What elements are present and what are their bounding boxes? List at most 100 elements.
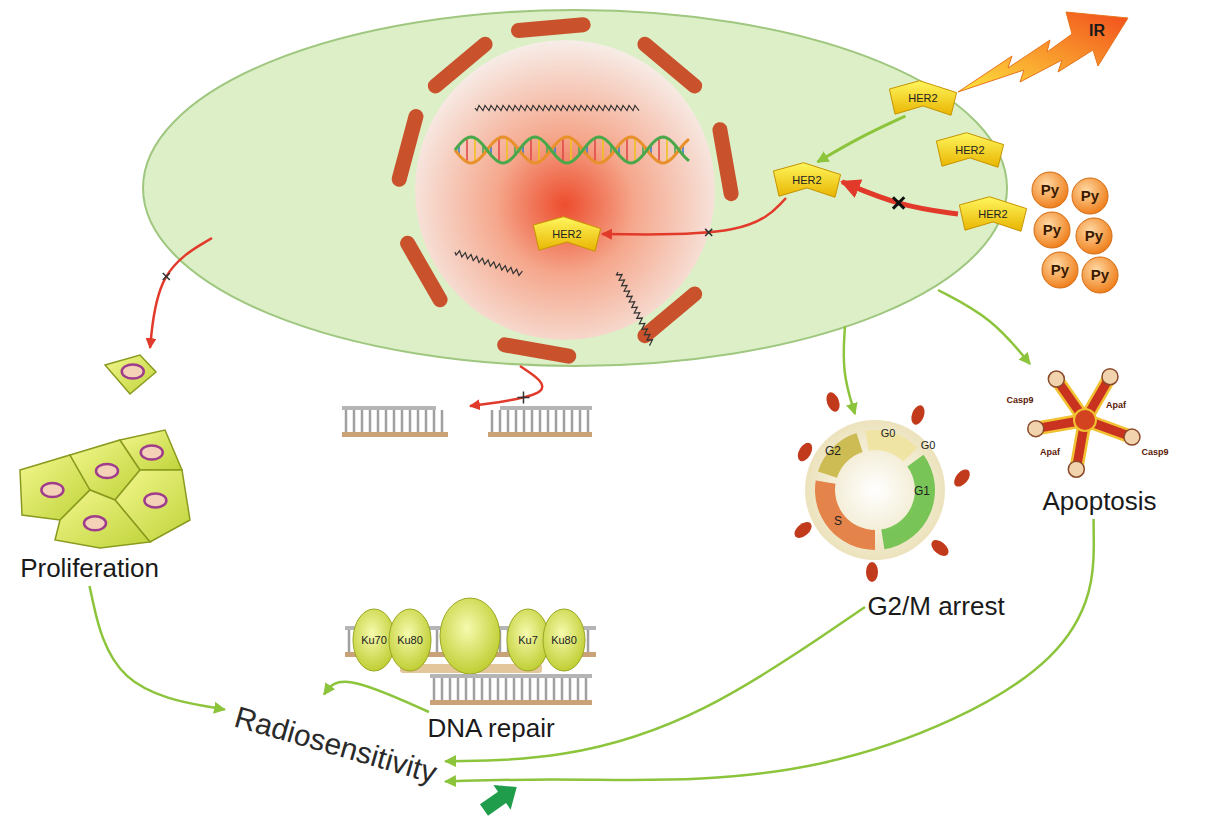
arrested-cells [824,391,842,414]
dna-helix [658,138,660,162]
ku-complex [345,598,596,674]
broken-dna [369,410,372,432]
apoptosome [1028,369,1140,478]
pathway-arrows [150,238,212,348]
repaired-dna [553,678,556,700]
dna-helix [626,138,628,162]
pathway-arrow [818,116,906,162]
node-text: Py [1051,261,1069,278]
node-text: G2/M arrest [867,592,1004,622]
cell-cycle-wheel [818,433,863,478]
cell-body [143,10,1007,366]
pathway-arrow [90,586,225,710]
her2-outline [889,81,956,116]
proliferating-cells [55,490,150,548]
receptor-shape: HER2 [532,216,602,252]
repaired-dna [473,678,476,700]
dna-helix [562,138,564,162]
outcome-label: Apoptosis [1040,485,1159,519]
broken-dna [499,410,502,432]
broken-dna [491,410,494,432]
dna-helix [634,138,636,162]
repaired-dna [545,678,548,700]
repaired-dna [577,678,580,700]
broken-dna [385,410,388,432]
pathway-arrows [844,326,855,414]
repaired-dna [433,678,436,700]
apoptosome [1068,461,1084,477]
dna-helix [538,138,540,162]
phase-label: G2 [824,445,842,459]
pathway-arrows [938,290,1030,364]
dna-helix [594,138,596,162]
repaired-dna [505,678,508,700]
dna-helix [474,138,476,162]
dna-helix [455,137,689,163]
apoptosome [1028,421,1044,437]
py-outline [1082,257,1118,293]
repaired-dna [561,678,564,700]
node-text: Ku70 [361,634,387,647]
broken-dna [342,432,448,437]
node-text: Ku7 [518,634,538,647]
receptor-shape: HER2 [958,196,1028,232]
repaired-dna [441,678,444,700]
protein-label: Casp9 [1005,395,1034,405]
dna-helix [602,138,604,162]
node-text: Radiosensitivity [230,700,440,791]
dna-helix [666,138,668,162]
arrested-cells [866,562,878,582]
node-text: IR [1089,22,1105,40]
phase-label: G0 [920,439,937,452]
increase-arrow [475,775,525,822]
node-text: DNA repair [427,714,554,744]
ku-protein: Ku80 [388,608,432,672]
apoptosome [1048,371,1064,387]
ku-outline [543,609,585,671]
proliferating-cells [84,516,106,530]
node-text: HER2 [978,208,1007,221]
node-text: HER2 [955,144,984,157]
repaired-dna [449,678,452,700]
dna-fragments [454,105,654,345]
outcome-label: Proliferation [18,552,161,586]
arrested-cells [909,404,927,427]
broken-dna [409,410,412,432]
broken-dna [587,410,590,432]
proliferating-cells [105,355,156,394]
inhibition-mark [887,192,910,215]
py-outline [1076,218,1112,254]
broken-dna [571,410,574,432]
inhibitor-circle: Py [1071,177,1109,215]
inhibitor-circle: Py [1081,256,1119,294]
broken-dna [393,410,396,432]
arrested-cells [951,466,973,489]
broken-dna [500,406,592,410]
inhibition-mark [159,269,173,283]
arrested-cells [928,537,951,559]
her2-outline [936,133,1003,168]
repaired-dna [430,674,592,705]
proliferating-cells [120,430,182,470]
proliferating-cells [41,483,63,497]
broken-dna [433,410,436,432]
cell-cycle-wheel [805,420,945,560]
broken-dna [342,406,436,410]
py-outline [1032,172,1068,208]
repaired-dna [521,678,524,700]
inhibitor-circle: Py [1075,217,1113,255]
node-text: Py [1091,266,1109,283]
chromosome-rods [634,34,705,97]
receptor-shape: HER2 [935,132,1005,168]
node-text: Py [1043,221,1061,238]
node-text: Proliferation [20,554,159,584]
repaired-dna [430,674,592,678]
increase-arrow [475,775,525,822]
phase-label: S [833,515,843,529]
py-outline [1034,212,1070,248]
node-text: HER2 [552,228,581,241]
inhibitor-circle: Py [1031,171,1069,209]
